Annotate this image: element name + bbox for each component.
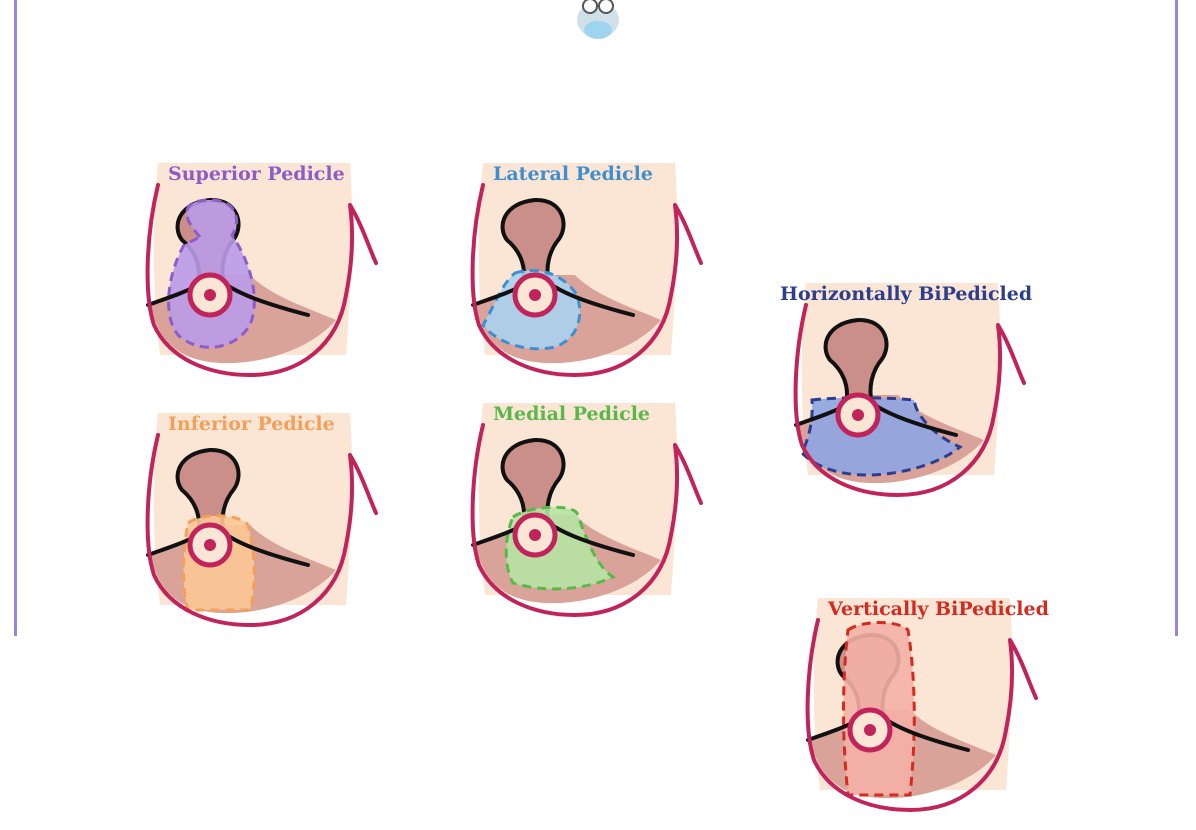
nipple xyxy=(529,289,541,301)
nipple xyxy=(864,724,876,736)
pedicle-region xyxy=(842,621,916,797)
breast-contour xyxy=(470,183,703,377)
vertical-pedicle-drawing xyxy=(805,598,1038,812)
inferior-pedicle-drawing xyxy=(145,413,378,627)
pedicle-label: Inferior Pedicle xyxy=(168,413,335,435)
pedicle-label: Superior Pedicle xyxy=(168,163,345,185)
nipple xyxy=(204,289,216,301)
superior-pedicle-diagram: Superior Pedicle xyxy=(140,155,400,385)
doctor-avatar-icon xyxy=(568,0,628,40)
keyhole-outline xyxy=(823,317,889,407)
superior-pedicle-drawing xyxy=(145,163,378,377)
breast-contour xyxy=(145,433,378,627)
pedicle-label: Vertically BiPedicled xyxy=(828,598,1049,620)
keyhole-outline xyxy=(175,447,241,537)
keyhole-outline xyxy=(500,437,566,527)
page-frame xyxy=(14,0,1178,636)
nipple xyxy=(529,529,541,541)
medial-pedicle-drawing xyxy=(470,403,703,617)
horizontal-pedicle-drawing xyxy=(793,283,1026,497)
vertically-bipedicled-diagram: Vertically BiPedicled xyxy=(800,590,1060,820)
inferior-pedicle-diagram: Inferior Pedicle xyxy=(140,405,400,635)
pedicle-label: Medial Pedicle xyxy=(493,403,651,425)
horizontally-bipedicled-diagram: Horizontally BiPedicled xyxy=(780,275,1048,505)
breast-contour xyxy=(470,423,703,617)
breast-contour xyxy=(793,303,1026,497)
nipple xyxy=(852,409,864,421)
medial-pedicle-diagram: Medial Pedicle xyxy=(465,395,725,625)
lateral-pedicle-diagram: Lateral Pedicle xyxy=(465,155,725,385)
nipple xyxy=(204,539,216,551)
pedicle-label: Lateral Pedicle xyxy=(493,163,653,185)
pedicle-label: Horizontally BiPedicled xyxy=(780,283,1033,305)
lateral-pedicle-drawing xyxy=(470,163,703,377)
keyhole-outline xyxy=(500,197,566,287)
breast-contour xyxy=(145,183,378,377)
